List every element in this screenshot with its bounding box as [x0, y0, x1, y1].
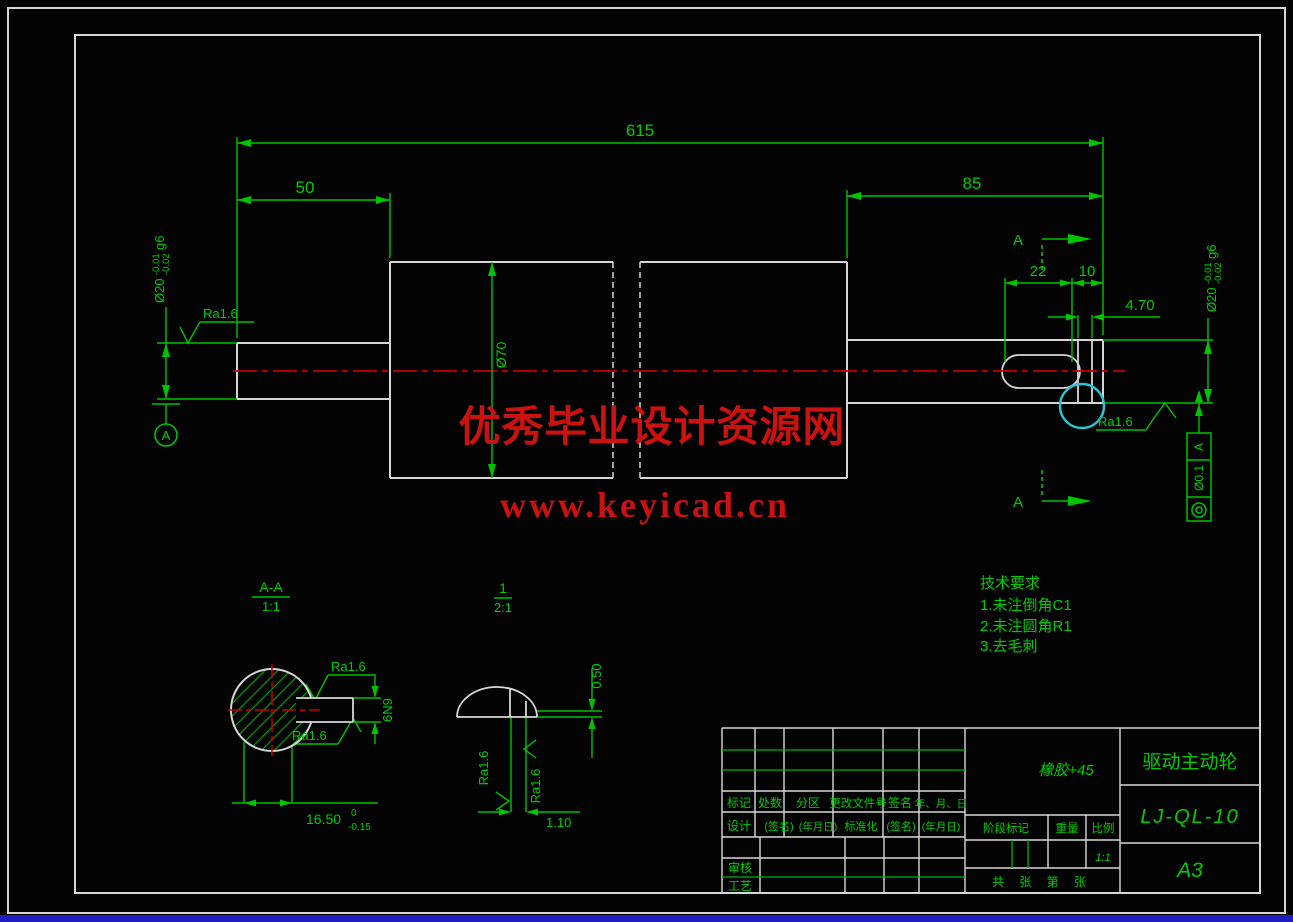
roughness-label-aa-bottom: Ra1.6	[292, 728, 327, 743]
dimension-arrows	[162, 139, 1212, 816]
roughness-symbol-aa-top	[305, 674, 376, 702]
roughness-label-left: Ra1.6	[203, 306, 238, 321]
roughness-label-detail-right: Ra1.6	[528, 769, 543, 804]
detail-indicator-circle	[1058, 382, 1106, 430]
title-block-grid-white	[721, 727, 1260, 893]
standardize-label: 标准化	[845, 819, 878, 833]
detail-outline	[456, 686, 538, 718]
dim-total-length: 615	[626, 121, 654, 140]
concentricity-icon	[1191, 502, 1207, 518]
dim-shaft-dia-left: Ø20 -0.01 -0.02 g6	[151, 236, 172, 303]
dia-right-upper: -0.01	[1203, 262, 1214, 284]
tech-requirements-title: 技术要求	[980, 575, 1040, 592]
watermark-line2: www.keyicad.cn	[500, 485, 790, 525]
dim-left-section: 50	[296, 178, 315, 197]
review-label: 审核	[728, 860, 752, 875]
paper-size: A3	[1175, 859, 1203, 882]
datum-circle	[154, 423, 178, 447]
watermark: 优秀毕业设计资源网 www.keyicad.cn	[458, 404, 845, 525]
dim-detail-step: 0.50	[589, 663, 604, 688]
design-date: (年月日)	[799, 820, 838, 833]
section-view-aa	[228, 664, 354, 756]
design-sign: (签名)	[764, 819, 793, 833]
dim-end-offset: 10	[1079, 263, 1096, 280]
section-view-scale: 1:1	[262, 599, 280, 614]
rev-header-chushu: 处数	[758, 795, 782, 810]
dim-keyway-width: 6N9	[380, 698, 395, 722]
dim-keyway-depth-value: 16.50	[306, 811, 341, 827]
detail-view-scale: 2:1	[494, 600, 512, 615]
sheet-info: 共 张 第 张	[992, 875, 1092, 889]
watermark-line1: 优秀毕业设计资源网	[458, 404, 845, 451]
dia-right-suffix: g6	[1204, 245, 1219, 259]
process-label: 工艺	[728, 879, 752, 893]
section-keyway-outline	[296, 697, 354, 723]
dia-left-prefix: Ø20	[152, 278, 167, 303]
shaft-body-left	[389, 261, 613, 479]
rev-header-biaoji: 标记	[727, 796, 751, 810]
dia-right-lower: -0.02	[1213, 262, 1224, 284]
tech-requirements: 技术要求 1.未注倒角C1 2.未注圆角R1 3.去毛刺	[980, 575, 1072, 655]
dia-right-prefix: Ø20	[1204, 287, 1219, 312]
section-keyway	[296, 698, 353, 722]
inner-frame	[74, 34, 1261, 894]
section-view-title: A-A	[259, 579, 283, 595]
roughness-symbol-detail-left	[495, 791, 511, 811]
scale-label: 比例	[1092, 821, 1115, 835]
dia-left-suffix: g6	[152, 236, 167, 250]
section-marker-top: A	[1013, 232, 1023, 249]
dim-groove-width: 4.70	[1125, 297, 1154, 314]
tolerance-value: Ø0.1	[1192, 465, 1206, 491]
standardize-date: (年月日)	[922, 820, 961, 833]
dia-left-upper: -0.01	[151, 253, 162, 275]
dim-keyway-depth-lower: -0.15	[348, 822, 371, 833]
standardize-sign: (签名)	[886, 819, 915, 833]
title-block-grid-green	[722, 749, 1029, 878]
roughness-label-detail-left: Ra1.6	[476, 751, 491, 786]
tolerance-frame	[1186, 432, 1212, 522]
design-label: 设计	[727, 819, 751, 833]
section-marker-bottom: A	[1013, 494, 1023, 511]
bottom-edge-strip	[0, 915, 1293, 922]
dim-detail-width: 1.10	[546, 815, 571, 830]
shaft-break-lines	[612, 262, 641, 478]
roughness-symbol-detail-right	[522, 739, 537, 759]
rev-header-qianming: 签名	[888, 795, 912, 810]
drawing-number: LJ-QL-10	[1140, 806, 1239, 828]
tech-requirement-item: 1.未注倒角C1	[980, 597, 1072, 614]
tech-requirement-item: 3.去毛刺	[980, 638, 1038, 655]
dimension-lines	[152, 137, 1213, 813]
scale-value: 1:1	[1095, 852, 1110, 864]
concentricity-icon-inner	[1195, 506, 1203, 514]
roughness-symbol-right	[1096, 401, 1177, 431]
dim-big-diameter: Ø70	[493, 342, 509, 369]
rev-header-date: 年、月、日	[915, 797, 968, 810]
stage-label: 阶段标记	[983, 821, 1029, 835]
rev-header-fenqu: 分区	[796, 796, 820, 810]
dia-left-lower: -0.02	[161, 253, 172, 275]
part-name: 驱动主动轮	[1142, 751, 1237, 773]
roughness-label-aa-top: Ra1.6	[331, 659, 366, 674]
outer-frame	[7, 7, 1286, 914]
material-field: 橡胶+45	[1038, 762, 1094, 779]
weight-label: 重量	[1056, 821, 1079, 835]
title-block: 标记 处数 分区 更改文件号 签名 年、月、日 设计 (签名) (年月日) 标准…	[721, 727, 1260, 893]
roughness-label-right: Ra1.6	[1098, 414, 1133, 429]
datum-label: A	[162, 428, 171, 443]
roughness-symbol-left	[179, 321, 254, 345]
detail-view-title: 1	[499, 580, 507, 596]
dim-right-section: 85	[963, 174, 982, 193]
section-crosshair	[228, 664, 320, 756]
dim-keyway-length: 22	[1030, 263, 1047, 280]
drawing-frame	[7, 7, 1286, 914]
rev-header-genggai: 更改文件号	[829, 796, 887, 810]
dim-shaft-dia-right: Ø20 -0.01 -0.02 g6	[1203, 245, 1224, 312]
shaft-body-right	[640, 261, 848, 479]
tech-requirement-item: 2.未注圆角R1	[980, 618, 1072, 635]
dim-keyway-depth-upper: 0	[351, 808, 357, 819]
tolerance-datum: A	[1192, 443, 1206, 451]
